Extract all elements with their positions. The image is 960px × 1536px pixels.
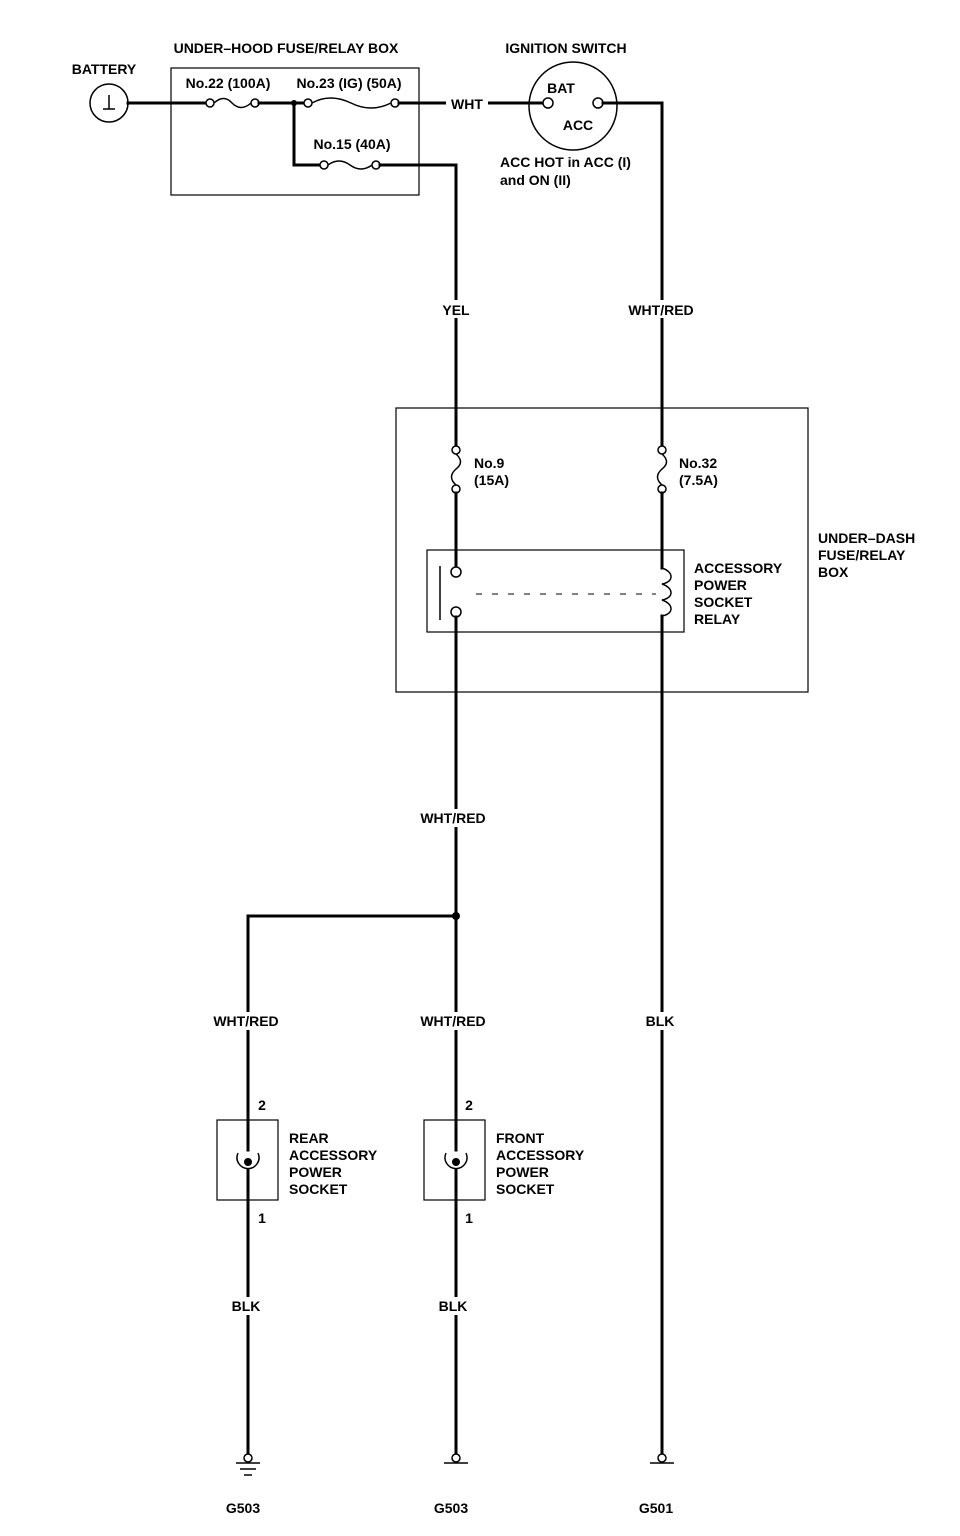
relay-label-3: SOCKET: [694, 594, 753, 610]
rear-socket-label-1: REAR: [289, 1130, 329, 1146]
under-dash-box-label-2: FUSE/RELAY: [818, 547, 906, 563]
front-accessory-power-socket: 2 1 FRONT ACCESSORY POWER SOCKET: [423, 1097, 585, 1226]
rear-socket-pin-1: 1: [258, 1210, 266, 1226]
wire-blk-relay-label: BLK: [646, 1013, 675, 1029]
rear-socket-pin-2: 2: [258, 1097, 266, 1113]
wire-wht-red-front-label: WHT/RED: [420, 1013, 485, 1029]
rear-socket-label-4: SOCKET: [289, 1181, 348, 1197]
ignition-acc-label: ACC: [563, 117, 593, 133]
fuse-no23-label: No.23 (IG) (50A): [296, 75, 401, 91]
front-socket-pin-2: 2: [465, 1097, 473, 1113]
fuse-no32-label-2: (7.5A): [679, 472, 718, 488]
acc-note-line2: and ON (II): [500, 172, 571, 188]
wire-yel: [378, 163, 458, 447]
ignition-switch-label: IGNITION SWITCH: [505, 40, 626, 56]
front-socket-label-3: POWER: [496, 1164, 549, 1180]
rear-socket-label-3: POWER: [289, 1164, 342, 1180]
front-socket-label-4: SOCKET: [496, 1181, 555, 1197]
wire-wht-red-relay-out-label: WHT/RED: [420, 810, 485, 826]
wire-yel-label: YEL: [442, 302, 470, 318]
battery-label: BATTERY: [72, 61, 137, 77]
wire-wht-red-ign-label: WHT/RED: [628, 302, 693, 318]
wire-wht-label: WHT: [451, 96, 483, 112]
relay-label-2: POWER: [694, 577, 747, 593]
wire-wht-red-rear: [246, 914, 458, 1152]
relay-label-4: RELAY: [694, 611, 741, 627]
fuse-no32-label-1: No.32: [679, 455, 717, 471]
fuse-no23: No.23 (IG) (50A): [296, 75, 402, 109]
ignition-bat-label: BAT: [547, 80, 575, 96]
front-socket-label-2: ACCESSORY: [496, 1147, 585, 1163]
fuse-no15-label: No.15 (40A): [313, 136, 390, 152]
battery: BATTERY: [72, 61, 137, 123]
ignition-switch: IGNITION SWITCH BAT ACC ACC HOT in ACC (…: [500, 40, 631, 188]
front-socket-label-1: FRONT: [496, 1130, 545, 1146]
fuse-no9: No.9 (15A): [450, 445, 509, 494]
rear-accessory-power-socket: 2 1 REAR ACCESSORY POWER SOCKET: [216, 1097, 378, 1226]
under-dash-box-label-3: BOX: [818, 564, 849, 580]
under-hood-fuse-relay-box: UNDER–HOOD FUSE/RELAY BOX No.22 (100A) N…: [170, 40, 420, 196]
under-hood-box-label: UNDER–HOOD FUSE/RELAY BOX: [174, 40, 399, 56]
fuse-no9-label-2: (15A): [474, 472, 509, 488]
ground-g501-label: G501: [639, 1500, 673, 1516]
ground-g503-rear-label: G503: [226, 1500, 260, 1516]
ignition-bat-terminal: [542, 97, 554, 109]
ground-g503-rear: G503: [226, 1453, 260, 1516]
acc-note-line1: ACC HOT in ACC (I): [500, 154, 631, 170]
fuse-no15: No.15 (40A): [313, 136, 391, 170]
fuse-no22-label: No.22 (100A): [186, 75, 271, 91]
fuse-no22: No.22 (100A): [186, 75, 271, 109]
under-dash-box-label-1: UNDER–DASH: [818, 530, 915, 546]
ground-g503-front: G503: [434, 1453, 468, 1516]
wire-blk-front-label: BLK: [439, 1298, 468, 1314]
ground-g503-front-label: G503: [434, 1500, 468, 1516]
front-socket-pin-1: 1: [465, 1210, 473, 1226]
under-dash-fuse-relay-box: UNDER–DASH FUSE/RELAY BOX No.9 (15A) No.…: [395, 407, 915, 693]
fuse-no32: No.32 (7.5A): [656, 445, 718, 494]
wire-blk-rear-label: BLK: [232, 1298, 261, 1314]
ground-g501: G501: [639, 1453, 674, 1516]
relay-label-1: ACCESSORY: [694, 560, 783, 576]
accessory-power-socket-relay: ACCESSORY POWER SOCKET RELAY: [426, 549, 783, 633]
relay-switch-terminal-top: [450, 566, 462, 578]
relay-coil: [661, 567, 672, 617]
rear-socket-label-2: ACCESSORY: [289, 1147, 378, 1163]
wire-wht-red-ign: [601, 101, 664, 447]
wire-wht-red-rear-label: WHT/RED: [213, 1013, 278, 1029]
fuse-no9-label-1: No.9: [474, 455, 505, 471]
